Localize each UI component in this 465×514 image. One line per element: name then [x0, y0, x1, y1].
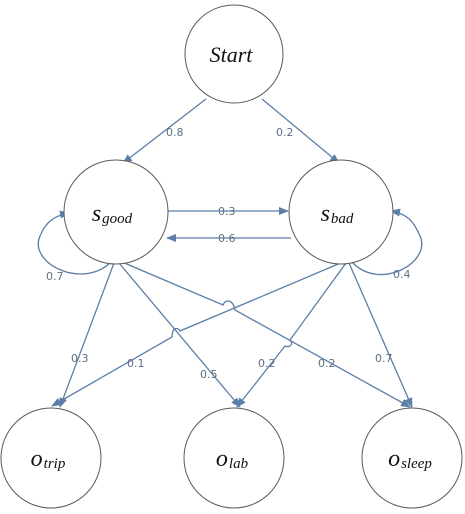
edge-start-to-good: [122, 98, 207, 164]
edge-label-bad-to-sleep: 0.7: [375, 352, 393, 365]
edge-label-good-self: 0.7: [46, 270, 64, 283]
node-o-trip: otrip: [0, 407, 102, 509]
edge-start-to-bad: [261, 98, 340, 164]
edge-label-good-to-trip: 0.3: [71, 352, 89, 365]
node-s-bad: sbad: [288, 159, 394, 265]
edge-label-bad-to-trip: 0.1: [127, 357, 145, 370]
node-o-trip-label: otrip: [31, 446, 66, 472]
edge-label-good-to-bad: 0.3: [218, 205, 236, 218]
edge-bad-to-lab: [236, 262, 347, 408]
node-o-sleep-label: osleep: [388, 446, 432, 472]
edge-label-bad-to-lab: 0.2: [258, 357, 276, 370]
node-o-lab-label: olab: [216, 446, 249, 472]
node-s-good: sgood: [63, 159, 169, 265]
edge-bad-to-trip: [51, 261, 344, 407]
node-s-good-label: sgood: [92, 201, 133, 227]
edge-good-to-trip: [59, 262, 115, 408]
edge-good-to-sleep: [121, 261, 411, 408]
edge-label-start-to-bad: 0.2: [276, 126, 294, 139]
node-o-sleep: osleep: [361, 407, 463, 509]
edge-label-start-to-good: 0.8: [166, 126, 184, 139]
node-start-label: Start: [210, 42, 254, 67]
edge-bad-to-sleep: [348, 262, 413, 408]
edge-good-self-loop: [37, 210, 111, 275]
edge-label-good-to-lab: 0.5: [200, 368, 218, 381]
edge-label-bad-self: 0.4: [393, 268, 411, 281]
node-s-bad-label: sbad: [321, 201, 354, 227]
edge-label-good-to-sleep: 0.2: [318, 357, 336, 370]
edge-good-to-lab: [118, 262, 241, 408]
edge-bad-self-loop: [351, 208, 423, 276]
edge-label-bad-to-good: 0.6: [218, 232, 236, 245]
node-start: Start: [184, 4, 284, 104]
node-o-lab: olab: [183, 407, 285, 509]
